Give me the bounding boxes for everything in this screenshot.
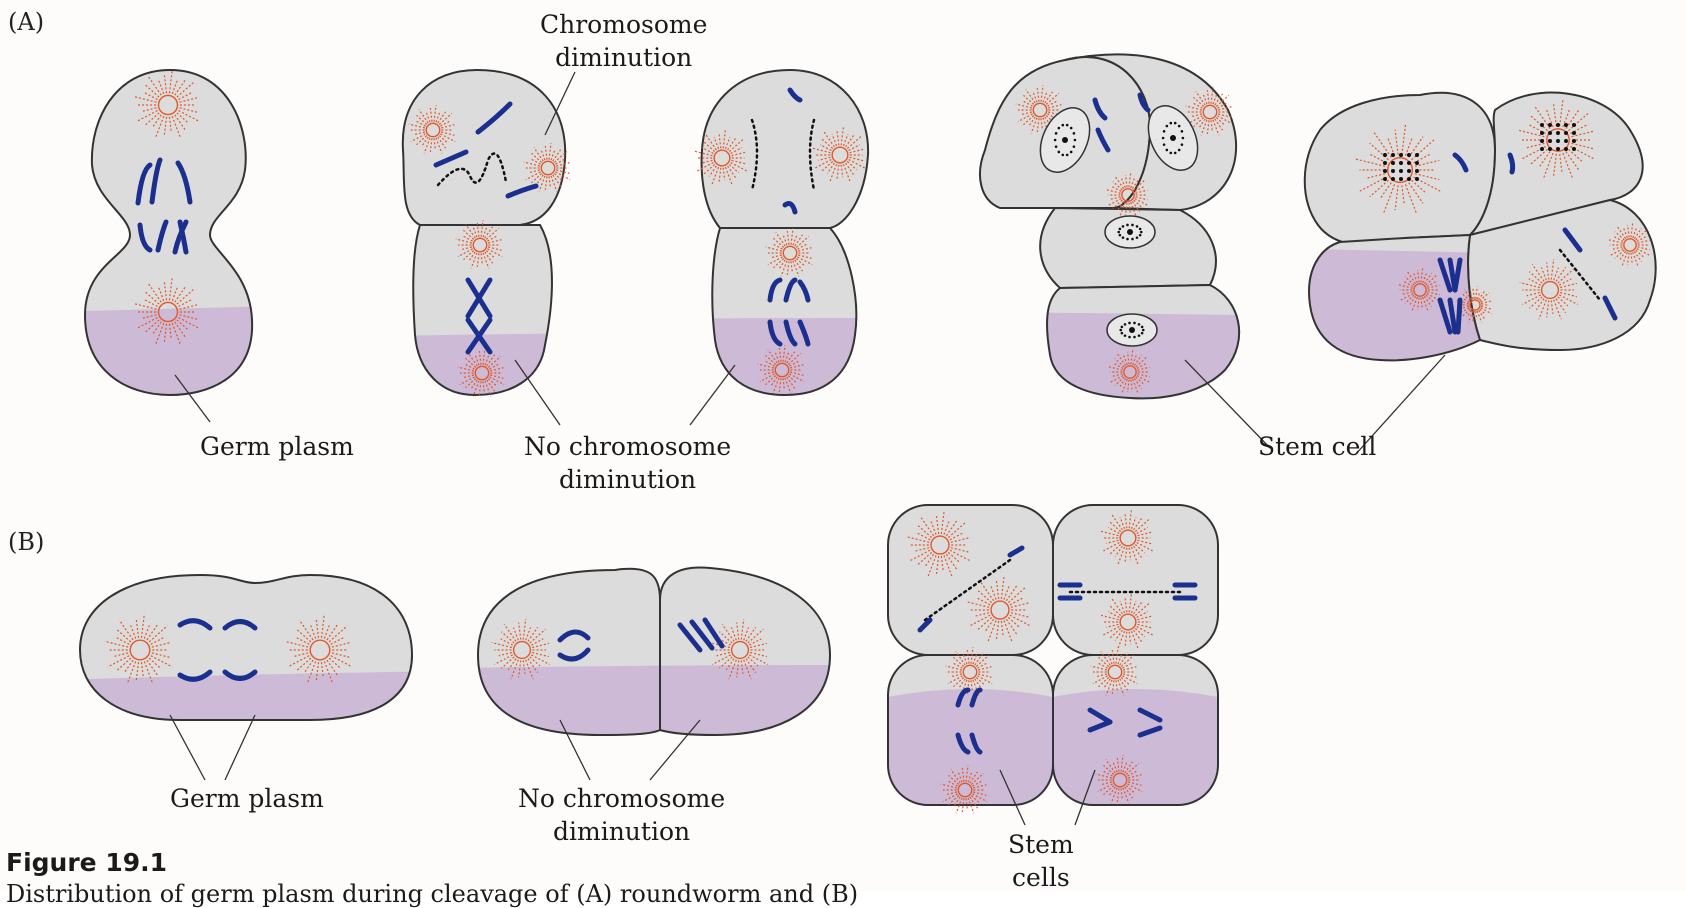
chromatin-dot — [1391, 161, 1395, 165]
germ-plasm-region — [1048, 689, 1223, 810]
chromatin-dot — [1564, 139, 1568, 143]
chromatin-dot — [1391, 169, 1395, 173]
chromatin-dot — [1564, 131, 1568, 135]
label-line-1: Chromosome — [540, 8, 707, 41]
label-stem-cells: Stem cells — [1008, 828, 1074, 894]
leader-no-diminution-a-left — [515, 360, 560, 425]
label-no-diminution-a: No chromosome diminution — [524, 430, 731, 496]
chromatin-dot — [1391, 177, 1395, 181]
chromatin-dot — [1564, 147, 1568, 151]
chromatin-dot — [1407, 169, 1411, 173]
chromatin-dot — [1383, 153, 1387, 157]
chromatin-dot — [1572, 147, 1576, 151]
chromatin-dot — [1548, 147, 1552, 151]
chromatin-dot — [1407, 161, 1411, 165]
chromatin-dot — [1383, 177, 1387, 181]
chromatin-dot — [1415, 169, 1419, 173]
caption-text: Distribution of germ plasm during cleava… — [6, 880, 858, 908]
chromatin-dot — [1556, 139, 1560, 143]
chromatin-dot — [1540, 139, 1544, 143]
leader-no-diminution-a-right — [690, 365, 735, 425]
label-line-2: cells — [1008, 861, 1074, 894]
nucleus — [1107, 314, 1157, 346]
germ-plasm-region — [0, 668, 1686, 891]
chromatin-dot — [1556, 131, 1560, 135]
chromosome — [1510, 155, 1513, 172]
chromatin-dot — [1540, 147, 1544, 151]
chromatin-dot — [1383, 169, 1387, 173]
chromatin-dot — [1415, 161, 1419, 165]
caption-title: Figure 19.1 — [6, 848, 167, 877]
label-line-2: diminution — [540, 41, 707, 74]
cell-b3-topleft — [888, 505, 1053, 655]
chromatin-dot — [1548, 123, 1552, 127]
chromatin-dot — [1399, 177, 1403, 181]
cell-b3-bottomright — [1048, 655, 1223, 810]
label-line-2: diminution — [524, 463, 731, 496]
chromatin-dot — [1399, 161, 1403, 165]
chromatin-dot — [1564, 123, 1568, 127]
chromatin-dot — [1548, 139, 1552, 143]
chromatin-dot — [1556, 147, 1560, 151]
chromosome — [1458, 300, 1460, 332]
chromatin-dot — [1572, 131, 1576, 135]
cell-b3-topright — [1053, 505, 1218, 655]
label-chromosome-diminution: Chromosome diminution — [540, 8, 707, 74]
cell-a2-top — [403, 70, 565, 225]
label-line-2: diminution — [518, 815, 725, 848]
leader-germ-plasm-b-left — [170, 715, 205, 780]
leader-germ-plasm-b-right — [225, 715, 255, 780]
chromatin-dot — [1407, 153, 1411, 157]
chromatin-dot — [1383, 161, 1387, 165]
cell-b1 — [0, 575, 1686, 891]
label-no-diminution-b: No chromosome diminution — [518, 782, 725, 848]
chromatin-dot — [1415, 177, 1419, 181]
chromatin-dot — [1407, 177, 1411, 181]
chromatin-dot — [1540, 131, 1544, 135]
chromatin-dot — [1415, 153, 1419, 157]
chromatin-dot — [1548, 131, 1552, 135]
label-stem-cell: Stem cell — [1258, 430, 1376, 463]
label-germ-plasm-a: Germ plasm — [200, 430, 354, 463]
chromatin-dot — [1540, 123, 1544, 127]
chromatin-dot — [1556, 123, 1560, 127]
panel-b-letter: (B) — [8, 528, 44, 556]
panel-a-letter: (A) — [8, 8, 44, 36]
label-line-1: No chromosome — [524, 430, 731, 463]
label-germ-plasm-b: Germ plasm — [170, 782, 324, 815]
chromatin-dot — [1399, 153, 1403, 157]
label-line-1: Stem — [1008, 828, 1074, 861]
germ-plasm-region — [883, 689, 1058, 810]
chromatin-dot — [1572, 123, 1576, 127]
chromatin-dot — [1572, 139, 1576, 143]
chromatin-dot — [1399, 169, 1403, 173]
chromatin-dot — [1391, 153, 1395, 157]
label-line-1: No chromosome — [518, 782, 725, 815]
nucleus — [1105, 216, 1155, 248]
